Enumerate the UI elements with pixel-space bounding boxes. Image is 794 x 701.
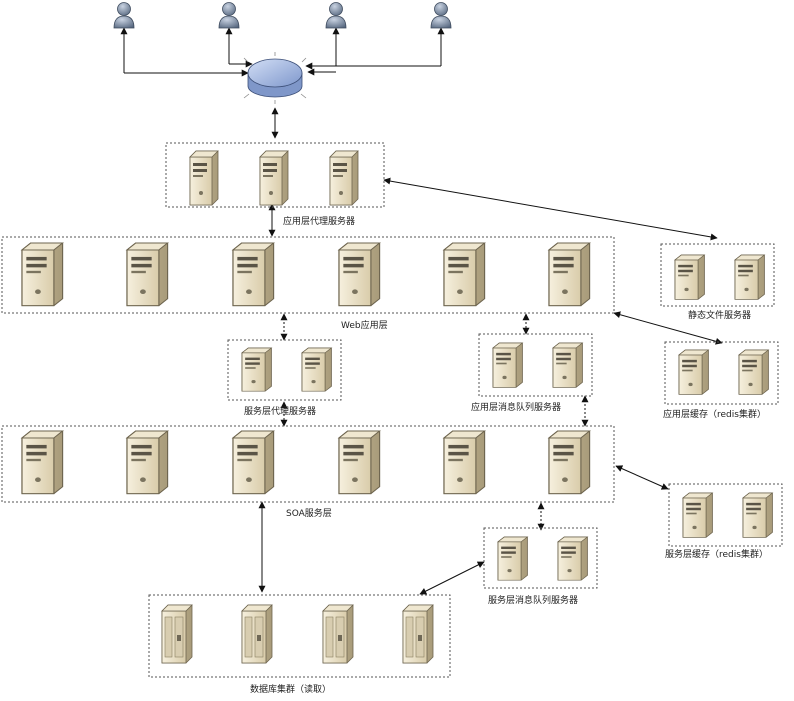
server-tower-icon xyxy=(241,347,272,392)
label-app-mq: 应用层消息队列服务器 xyxy=(471,401,561,413)
conn-proxy-static xyxy=(383,177,718,241)
server-tower-icon xyxy=(492,342,523,388)
svc-mq-group: 服务层消息队列服务器 xyxy=(483,527,598,606)
server-tower-icon xyxy=(21,242,64,307)
server-tower-icon xyxy=(232,430,275,495)
server-tower-icon xyxy=(557,536,588,581)
server-tower-icon xyxy=(497,536,528,581)
server-tower-icon xyxy=(21,430,64,495)
server-tower-icon xyxy=(678,349,709,395)
label-web-layer: Web应用层 xyxy=(341,319,388,331)
user-icon xyxy=(430,2,452,29)
server-tower-icon xyxy=(738,349,769,395)
group-border xyxy=(483,527,598,589)
soa-layer-group: SOA服务层 xyxy=(1,425,615,519)
server-tower-icon xyxy=(329,150,359,206)
label-svc-mq: 服务层消息队列服务器 xyxy=(488,594,578,606)
user-icon xyxy=(218,2,240,29)
conn-soa-svccache xyxy=(615,465,669,490)
server-tower-icon xyxy=(301,347,332,392)
user-icon xyxy=(113,2,135,29)
static-servers-group: 静态文件服务器 xyxy=(660,243,775,321)
web-layer-group: Web应用层 xyxy=(1,236,615,331)
database-server-icon xyxy=(322,604,354,664)
svc-proxy-group: 服务层代理服务器 xyxy=(227,339,342,417)
server-tower-icon xyxy=(734,254,765,300)
database-server-icon xyxy=(402,604,434,664)
server-tower-icon xyxy=(552,342,583,388)
group-border xyxy=(478,333,593,397)
server-tower-icon xyxy=(126,430,169,495)
conn-svcmq-db xyxy=(419,561,485,595)
label-app-proxy: 应用层代理服务器 xyxy=(283,215,355,227)
users xyxy=(113,2,452,29)
group-border xyxy=(668,483,783,547)
user-icon xyxy=(325,2,347,29)
server-tower-icon xyxy=(338,242,381,307)
server-tower-icon xyxy=(189,150,219,206)
app-cache-group: 应用层缓存（redis集群） xyxy=(663,341,779,420)
server-tower-icon xyxy=(338,430,381,495)
svc-cache-group: 服务层缓存（redis集群） xyxy=(665,483,783,560)
label-svc-cache: 服务层缓存（redis集群） xyxy=(665,548,768,560)
label-soa-layer: SOA服务层 xyxy=(286,507,332,519)
server-tower-icon xyxy=(443,430,486,495)
connections xyxy=(120,27,723,595)
db-cluster-group: 数据库集群（读取） xyxy=(148,594,451,695)
group-border xyxy=(148,594,451,678)
app-proxy-group: 应用层代理服务器 xyxy=(165,142,385,227)
server-tower-icon xyxy=(742,492,773,538)
server-tower-icon xyxy=(548,430,591,495)
label-db-cluster: 数据库集群（读取） xyxy=(250,683,331,695)
group-border xyxy=(664,341,779,405)
group-border xyxy=(660,243,775,307)
group-border xyxy=(1,425,615,503)
server-tower-icon xyxy=(126,242,169,307)
label-static-servers: 静态文件服务器 xyxy=(688,309,751,321)
database-server-icon xyxy=(161,604,193,664)
server-tower-icon xyxy=(674,254,705,300)
database-server-icon xyxy=(241,604,273,664)
app-mq-group: 应用层消息队列服务器 xyxy=(471,333,593,413)
group-border xyxy=(227,339,342,401)
server-tower-icon xyxy=(682,492,713,538)
label-svc-proxy: 服务层代理服务器 xyxy=(244,405,316,417)
conn-web-appcache xyxy=(613,311,723,345)
server-tower-icon xyxy=(443,242,486,307)
label-app-cache: 应用层缓存（redis集群） xyxy=(663,408,766,420)
server-tower-icon xyxy=(548,242,591,307)
group-border xyxy=(165,142,385,208)
router-icon xyxy=(243,52,307,104)
server-tower-icon xyxy=(232,242,275,307)
group-border xyxy=(1,236,615,314)
server-tower-icon xyxy=(259,150,289,206)
